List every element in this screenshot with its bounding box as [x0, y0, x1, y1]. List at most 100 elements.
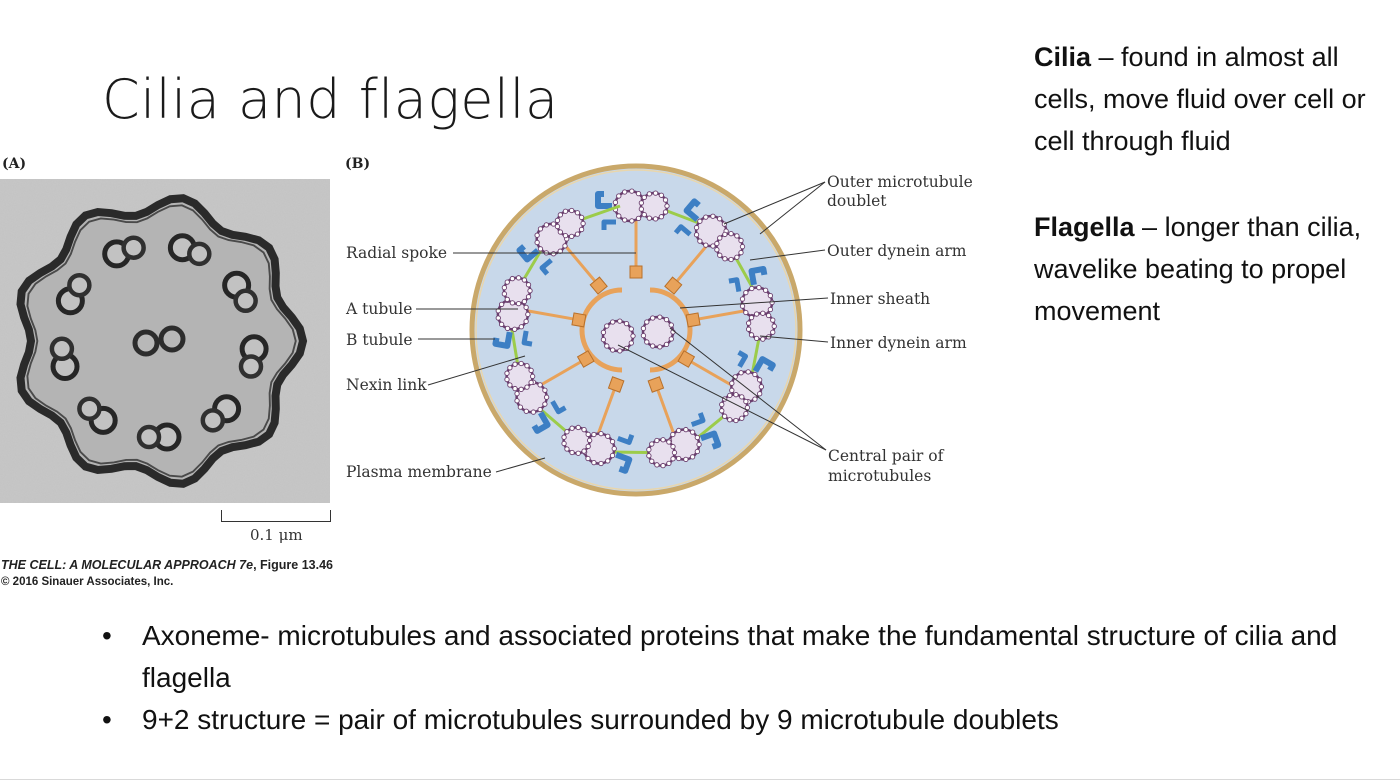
tubulin-subunit [689, 454, 696, 460]
tubulin-subunit [710, 213, 716, 219]
tubulin-subunit [517, 404, 524, 410]
tubulin-subunit [622, 217, 628, 223]
tubulin-subunit [650, 343, 656, 349]
label-outer-doublet-line2: doublet [827, 192, 887, 210]
tubulin-subunit [629, 188, 635, 194]
scale-bar [221, 510, 331, 522]
flagella-description: – longer than cilia, wavelike beating to… [1034, 212, 1362, 326]
tubulin-subunit [654, 462, 660, 468]
tubulin-subunit [729, 387, 735, 394]
tubulin-subunit [770, 317, 776, 323]
tubulin-subunit [569, 449, 575, 456]
tubulin-subunit [738, 370, 744, 376]
radial-spoke [527, 309, 580, 322]
tubulin-subunit [743, 398, 749, 405]
tubulin-subunit [511, 326, 518, 332]
scale-bar-label: 0.1 μm [250, 526, 303, 544]
tubulin-subunit [733, 417, 739, 424]
slide-bottom-rule [0, 779, 1400, 780]
tubulin-subunit [542, 387, 548, 393]
outer-dynein-arm [516, 244, 540, 263]
inner-dynein-arm [601, 219, 616, 230]
tubulin-subunit [574, 231, 581, 237]
tubulin-subunit [600, 329, 607, 336]
credit-book-title: THE CELL: A MOLECULAR APPROACH 7e [1, 558, 254, 572]
tubulin-subunit [616, 193, 622, 199]
outer-dynein-arm [615, 451, 633, 474]
tubulin-subunit [604, 343, 610, 349]
label-inner-dynein-arm: Inner dynein arm [830, 334, 967, 352]
inner-dynein-arm [617, 434, 635, 445]
tubulin-subunit [514, 398, 520, 404]
tubulin-subunit [658, 192, 665, 198]
tubulin-subunit [561, 434, 567, 440]
tubulin-subunit [524, 363, 530, 369]
tubulin-subunit [771, 323, 777, 329]
cilia-definition: Cilia – found in almost all cells, move … [1034, 36, 1400, 162]
tubulin-subunit [739, 415, 745, 421]
tubulin-subunit [528, 367, 534, 374]
tubulin-subunit [646, 191, 653, 197]
tubulin-subunit [745, 326, 752, 332]
outer-dynein-arm [752, 356, 776, 373]
tubulin-subunit [585, 431, 591, 437]
tubulin-subunit [758, 384, 765, 390]
tubulin-subunit [581, 427, 587, 433]
tubulin-subunit [728, 231, 734, 237]
tubulin-subunit [703, 214, 709, 220]
tubulin-subunit [697, 238, 703, 244]
tubulin-subunit [769, 299, 775, 306]
outer-dynein-arm [683, 198, 701, 222]
tubulin-subunit [591, 459, 597, 466]
tubulin-subunit [617, 318, 623, 324]
tubulin-subunit [610, 319, 616, 325]
tubulin-subunit [658, 214, 665, 220]
tubulin-subunit [734, 233, 740, 239]
axoneme-diagram: Outer microtubule doublet Outer dynein a… [345, 163, 973, 497]
tubulin-subunit [717, 235, 723, 241]
tubulin-subunit [578, 226, 585, 233]
tubulin-subunit [738, 237, 744, 244]
tubulin-subunit [663, 341, 670, 347]
tubulin-subunit [569, 425, 575, 431]
tubulin-subunit [501, 291, 508, 297]
tubulin-subunit [664, 203, 670, 209]
tubulin-subunit [534, 239, 540, 246]
tubulin-subunit [640, 332, 647, 339]
tubulin-subunit [591, 431, 597, 438]
tubulin-subunit [543, 222, 550, 228]
tubulin-subunit [739, 303, 746, 309]
tubulin-subunit [501, 284, 508, 291]
tubulin-subunit [694, 448, 700, 455]
tubulin-subunit [569, 207, 575, 214]
tubulin-subunit [646, 215, 653, 221]
tubulin-subunit [554, 217, 561, 223]
label-central-pair-line2: microtubules [828, 467, 931, 485]
tubulin-subunit [649, 458, 655, 464]
tubulin-subunit [660, 437, 666, 443]
tubulin-subunit [646, 446, 652, 453]
inner-dynein-arm [728, 277, 742, 292]
tubulin-subunit [738, 249, 744, 256]
tubulin-subunit [739, 296, 746, 302]
flagella-definition: Flagella – longer than cilia, wavelike b… [1034, 206, 1400, 332]
tubulin-subunit [580, 220, 586, 227]
tubulin-subunit [610, 347, 616, 353]
tubulin-subunit [760, 310, 766, 316]
tubulin-subunit [609, 438, 616, 445]
tubulin-subunit [693, 224, 700, 231]
tubulin-subunit [703, 242, 709, 248]
tubulin-subunit [504, 296, 510, 303]
tubulin-subunit [765, 312, 772, 319]
tubulin-subunit [622, 189, 628, 195]
tubulin-subunit [525, 311, 531, 318]
label-outer-doublet-line1: Outer microtubule [827, 173, 973, 191]
tubulin-subunit [498, 301, 505, 308]
tubulin-subunit [557, 229, 564, 235]
tubulin-subunit [635, 191, 642, 197]
tubulin-subunit [670, 431, 676, 438]
tubulin-subunit [749, 285, 755, 292]
tubulin-subunit [694, 434, 700, 441]
tubulin-subunit [666, 460, 672, 467]
